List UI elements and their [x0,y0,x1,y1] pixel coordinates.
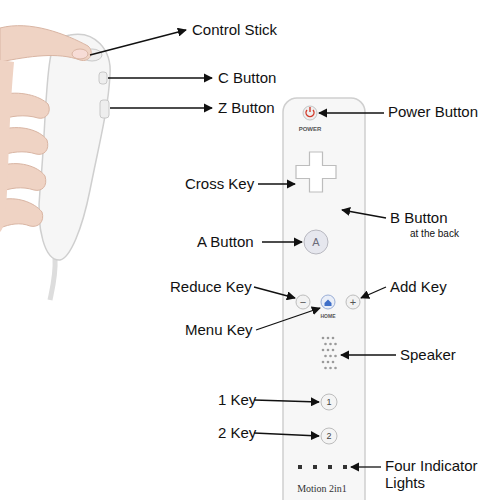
button-marking: 1 [322,397,336,407]
part-label: Menu Key [185,321,265,338]
power-symbol [309,107,310,112]
home-button [321,295,335,309]
minus-button [296,295,310,309]
part-label: A Button [197,233,277,250]
button-marking: HOME [313,314,343,320]
power-button [303,106,317,120]
part-label: Four Indicator Lights [385,457,497,492]
part-label: 1 Key [218,391,268,408]
part-label: 2 Key [218,424,268,441]
remote-body [283,98,365,500]
part-label: Control Stick [192,21,322,38]
plus-button [346,295,360,309]
indicator-lights [298,465,347,469]
part-label: Z Button [218,99,318,116]
thumb [0,26,91,62]
button-marking: POWER [295,126,325,133]
z-button [100,100,109,118]
c-button [99,72,107,84]
speaker-grille [322,337,337,370]
button-marking: A [306,236,326,249]
part-label: Power Button [388,103,498,120]
part-label: Add Key [390,278,490,295]
button-marking: − [296,296,310,309]
leader-lines [90,30,396,467]
nunchuk-body [39,34,110,260]
part-label: Reduce Key [170,278,260,295]
palm [0,60,14,232]
a-button [304,230,328,254]
home-icon [325,300,332,307]
part-label: C Button [218,69,318,86]
part-label: B Button [390,209,490,226]
thumb-nail [72,49,88,59]
cable [50,258,55,300]
part-note: at the back [410,228,495,240]
brand-marking: Motion 2in1 [282,483,362,495]
button-marking: + [346,296,360,309]
part-label: Speaker [400,346,495,363]
cross-key [296,152,336,192]
one-button [321,394,337,410]
two-button [321,428,337,444]
part-label: Cross Key [185,175,265,192]
button-marking: 2 [322,431,336,441]
